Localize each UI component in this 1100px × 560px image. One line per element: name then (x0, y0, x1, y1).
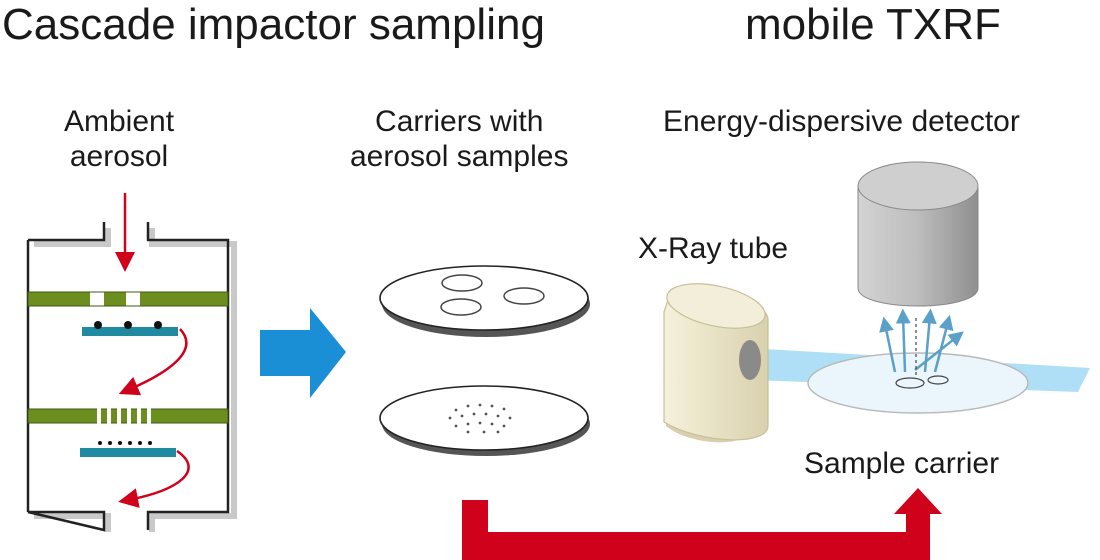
label-ambient-line2: aerosol (69, 139, 169, 173)
energy-dispersive-detector (857, 161, 979, 307)
fluorescence-arrows (879, 308, 964, 373)
xray-tube (663, 283, 769, 443)
label-carriers-line2: aerosol samples (350, 139, 569, 173)
sample-carrier (807, 352, 1029, 414)
label-carriers: Carriers with aerosol samples (350, 105, 568, 174)
right-arrow-icon (260, 308, 346, 398)
label-ambient-line1: Ambient (64, 105, 175, 138)
outflow-arrow-icon (118, 449, 190, 508)
flow-arrow-icon (118, 328, 188, 396)
collection-plate-2 (80, 448, 176, 457)
cascade-impactor (26, 193, 237, 532)
label-carriers-line1: Carriers with (375, 105, 544, 138)
label-ambient: Ambient aerosol (64, 105, 174, 174)
carrier-disc-1 (379, 265, 590, 337)
label-sample-carrier: Sample carrier (804, 447, 1000, 480)
title-cascade-impactor: Cascade impactor sampling (2, 0, 545, 49)
collection-plate-1 (82, 327, 178, 336)
carrier-disc-2 (379, 385, 590, 456)
impactor-housing (27, 222, 230, 532)
title-mobile-txrf: mobile TXRF (745, 0, 1001, 49)
return-arrow-icon (462, 488, 942, 560)
label-xray-tube: X-Ray tube (638, 232, 789, 265)
tube-window (739, 340, 761, 380)
impactor-stage-2 (27, 406, 229, 426)
impactor-stage-1 (27, 291, 229, 307)
label-detector: Energy-dispersive detector (663, 105, 1020, 138)
